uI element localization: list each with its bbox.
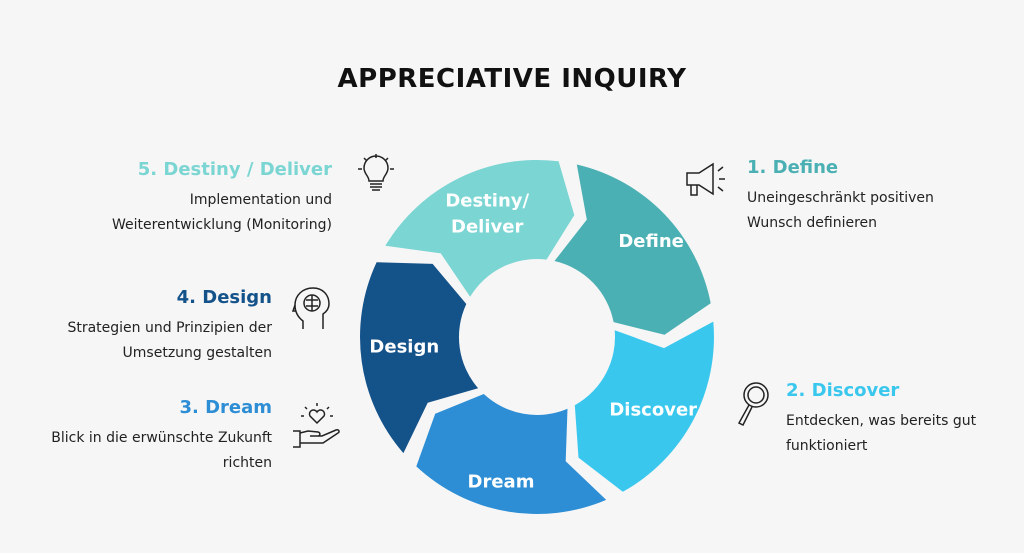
diagram-title: APPRECIATIVE INQUIRY — [337, 64, 687, 94]
step-text: Implementation und — [189, 192, 332, 208]
cycle-segment — [360, 262, 479, 454]
cycle-segment — [554, 164, 711, 335]
step-text: Strategien und Prinzipien der — [67, 320, 272, 336]
cycle-segment — [416, 394, 607, 514]
step-heading: 4. Design — [176, 287, 272, 308]
step-discover: 2. Discover Entdecken, was bereits gut f… — [786, 379, 976, 459]
segment-label: Design — [369, 336, 439, 357]
step-text: Weiterentwicklung (Monitoring) — [112, 217, 332, 233]
segment-label: Dream — [468, 472, 535, 493]
segment-label: Discover — [609, 400, 697, 421]
megaphone-icon — [686, 162, 725, 196]
step-define: 1. Define Uneingeschränkt positiven Wuns… — [747, 156, 934, 236]
head-brain-icon — [291, 287, 330, 329]
magnifier-icon — [737, 382, 769, 427]
step-text: Entdecken, was bereits gut — [786, 413, 977, 429]
step-heading: 2. Discover — [786, 380, 900, 401]
step-text: richten — [222, 455, 272, 471]
step-destiny: 5. Destiny / Deliver Implementation und … — [112, 158, 332, 238]
step-dream: 3. Dream Blick in die erwünschte Zukunft… — [51, 396, 272, 476]
step-text: funktioniert — [786, 438, 868, 454]
step-heading: 3. Dream — [179, 397, 272, 418]
segment-label: Define — [618, 231, 684, 252]
step-text: Umsetzung gestalten — [122, 345, 272, 361]
heart-hand-icon — [293, 403, 340, 448]
step-text: Blick in die erwünschte Zukunft — [51, 430, 272, 446]
segment-label: Deliver — [451, 217, 523, 238]
step-heading: 1. Define — [747, 157, 839, 178]
lightbulb-icon — [358, 154, 394, 191]
segment-label: Destiny/ — [445, 191, 529, 212]
cycle-segment — [574, 321, 714, 492]
step-text: Uneingeschränkt positiven — [747, 190, 934, 206]
step-text: Wunsch definieren — [747, 215, 878, 231]
step-heading: 5. Destiny / Deliver — [137, 159, 332, 180]
step-design: 4. Design Strategien und Prinzipien der … — [67, 286, 272, 366]
cycle-segment — [385, 159, 575, 297]
